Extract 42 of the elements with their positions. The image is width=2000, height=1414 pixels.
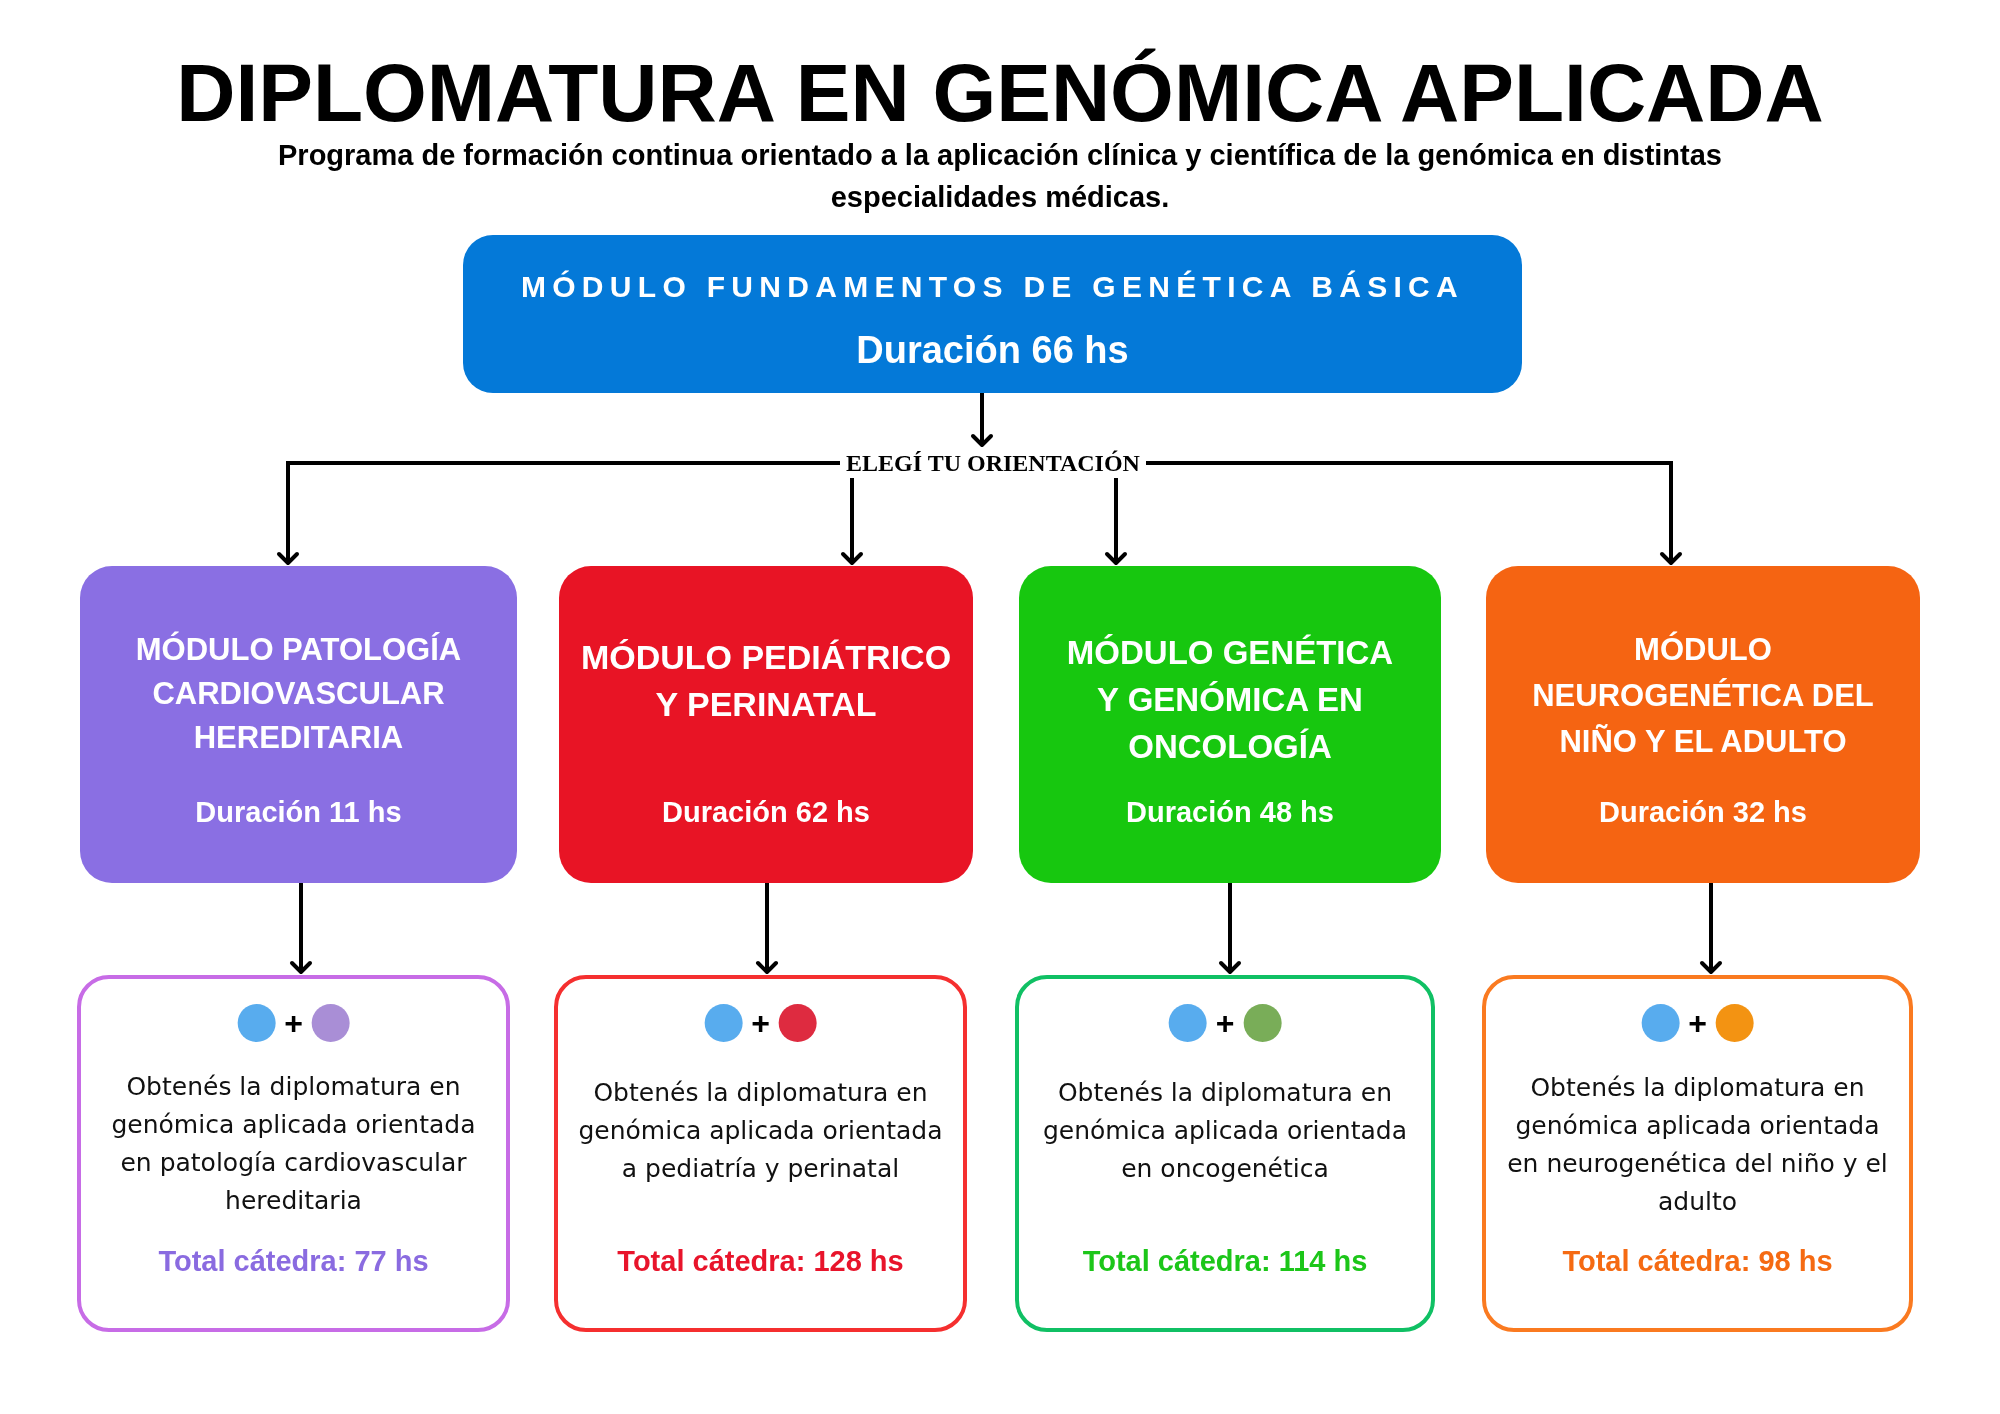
- total-hours: Total cátedra: 114 hs: [1082, 1244, 1368, 1279]
- plus-sign: +: [1215, 1004, 1235, 1042]
- duration-text: Duración 32 hs: [1599, 795, 1807, 830]
- module-title: MÓDULO FUNDAMENTOS DE GENÉTICA BÁSICA: [520, 269, 1465, 305]
- description-text: Obtenés la diplomatura en genómica aplicada orientada en neurogenética del niño y el adulto: [1506, 1072, 1889, 1218]
- plus-sign: +: [284, 1004, 303, 1042]
- result-card: [554, 975, 967, 1332]
- duration-text: Duración 62 hs: [662, 795, 870, 830]
- module-title: MÓDULO PATOLOGÍA CARDIOVASCULAR HEREDITARIA: [134, 630, 463, 757]
- total-hours: Total cátedra: 77 hs: [158, 1244, 429, 1279]
- description-text: Obtenés la diplomatura en genómica aplicada orientada en oncogenética: [1041, 1077, 1408, 1185]
- module-box: [1019, 566, 1441, 883]
- duration-text: Duración 66 hs: [856, 328, 1129, 372]
- module-title: MÓDULO GENÉTICA Y GENÓMICA EN ONCOLOGÍA: [1065, 632, 1395, 767]
- description-text: Obtenés la diplomatura en genómica aplicada orientada en patología cardiovascular hereditaria: [110, 1071, 477, 1217]
- module-title: MÓDULO PEDIÁTRICO Y PERINATAL: [579, 637, 953, 725]
- result-card: [77, 975, 510, 1332]
- module-box: [1486, 566, 1920, 883]
- arrow: [971, 393, 993, 447]
- total-hours: Total cátedra: 128 hs: [617, 1244, 904, 1279]
- total-hours: Total cátedra: 98 hs: [1562, 1244, 1833, 1279]
- module-box: [559, 566, 973, 883]
- plus-sign: +: [1688, 1004, 1707, 1042]
- arrow: [756, 883, 778, 974]
- arrow: [1700, 883, 1722, 974]
- description-text: Obtenés la diplomatura en genómica aplicada orientada a pediatría y perinatal: [577, 1077, 944, 1185]
- module-box: [463, 235, 1522, 393]
- result-card: [1015, 975, 1435, 1332]
- arrow: [1105, 478, 1127, 565]
- arrow: [277, 461, 840, 565]
- module-box: [80, 566, 517, 883]
- branch-label: ELEGÍ TU ORIENTACIÓN: [840, 448, 1146, 478]
- result-card: [1482, 975, 1913, 1332]
- plus-sign: +: [751, 1004, 770, 1042]
- module-title: MÓDULO NEUROGENÉTICA DEL NIÑO Y EL ADULTO: [1531, 630, 1875, 761]
- duration-text: Duración 11 hs: [195, 795, 402, 830]
- subtitle: Programa de formación continua orientado a la aplicación clínica y científica de la genómica en distintas especialidades médicas.: [277, 138, 1723, 215]
- duration-text: Duración 48 hs: [1126, 795, 1334, 830]
- arrow: [1219, 883, 1241, 974]
- arrow: [290, 883, 312, 974]
- arrow: [841, 478, 863, 565]
- arrow: [1146, 461, 1682, 565]
